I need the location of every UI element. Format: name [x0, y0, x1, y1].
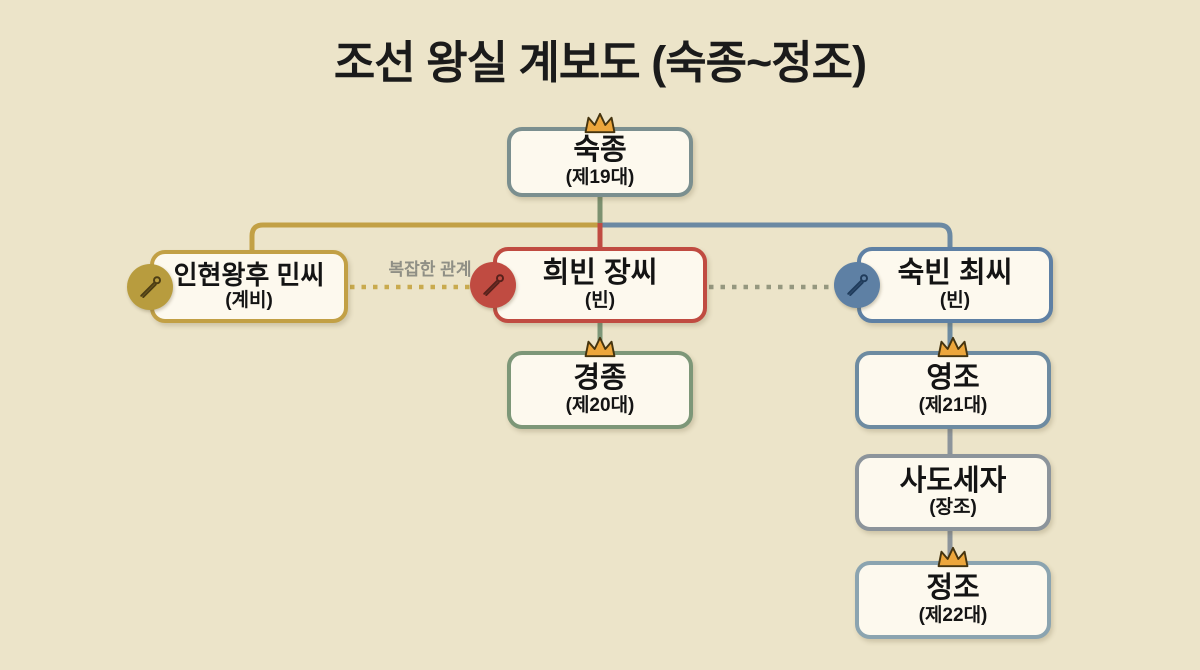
node-gyeongjong: 경종 (제20대): [507, 336, 693, 429]
node-subtitle: (계비): [225, 289, 273, 311]
crown-icon: [933, 335, 973, 360]
node-name: 희빈 장씨: [542, 257, 658, 290]
node-sukjong: 숙종 (제19대): [507, 112, 693, 197]
node-name: 숙종: [573, 134, 627, 167]
node-huibin: 희빈 장씨 (빈): [470, 247, 707, 323]
node-sukbin: 숙빈 최씨 (빈): [834, 247, 1053, 323]
node-sado: 사도세자 (장조): [855, 454, 1051, 531]
crown-icon: [580, 335, 620, 360]
node-name: 정조: [926, 572, 980, 605]
node-subtitle: (제22대): [918, 604, 988, 626]
relationship-label: 복잡한 관계: [388, 260, 472, 279]
node-subtitle: (장조): [929, 497, 977, 519]
node-subtitle: (빈): [584, 289, 616, 311]
node-name: 숙빈 최씨: [897, 257, 1013, 290]
node-subtitle: (제19대): [565, 166, 635, 188]
node-subtitle: (제20대): [565, 394, 635, 416]
node-name: 인현왕후 민씨: [173, 259, 325, 290]
node-name: 경종: [573, 362, 627, 395]
edge-sukjong-sukbin: [600, 222, 953, 249]
crown-icon: [933, 545, 973, 570]
node-yeongjo: 영조 (제21대): [855, 336, 1051, 429]
edge-sukjong-inhyeon: [249, 222, 600, 252]
node-name: 사도세자: [899, 464, 1007, 497]
hairpin-icon: [127, 263, 173, 310]
crown-icon: [580, 111, 620, 136]
node-jeongjo: 정조 (제22대): [855, 546, 1051, 639]
node-name: 영조: [926, 362, 980, 395]
node-subtitle: (제21대): [918, 394, 988, 416]
node-inhyeon: 인현왕후 민씨 (계비): [127, 250, 348, 323]
hairpin-icon: [834, 262, 880, 308]
node-subtitle: (빈): [939, 289, 971, 311]
hairpin-icon: [470, 262, 516, 308]
page-title: 조선 왕실 계보도 (숙종~정조): [333, 37, 867, 88]
